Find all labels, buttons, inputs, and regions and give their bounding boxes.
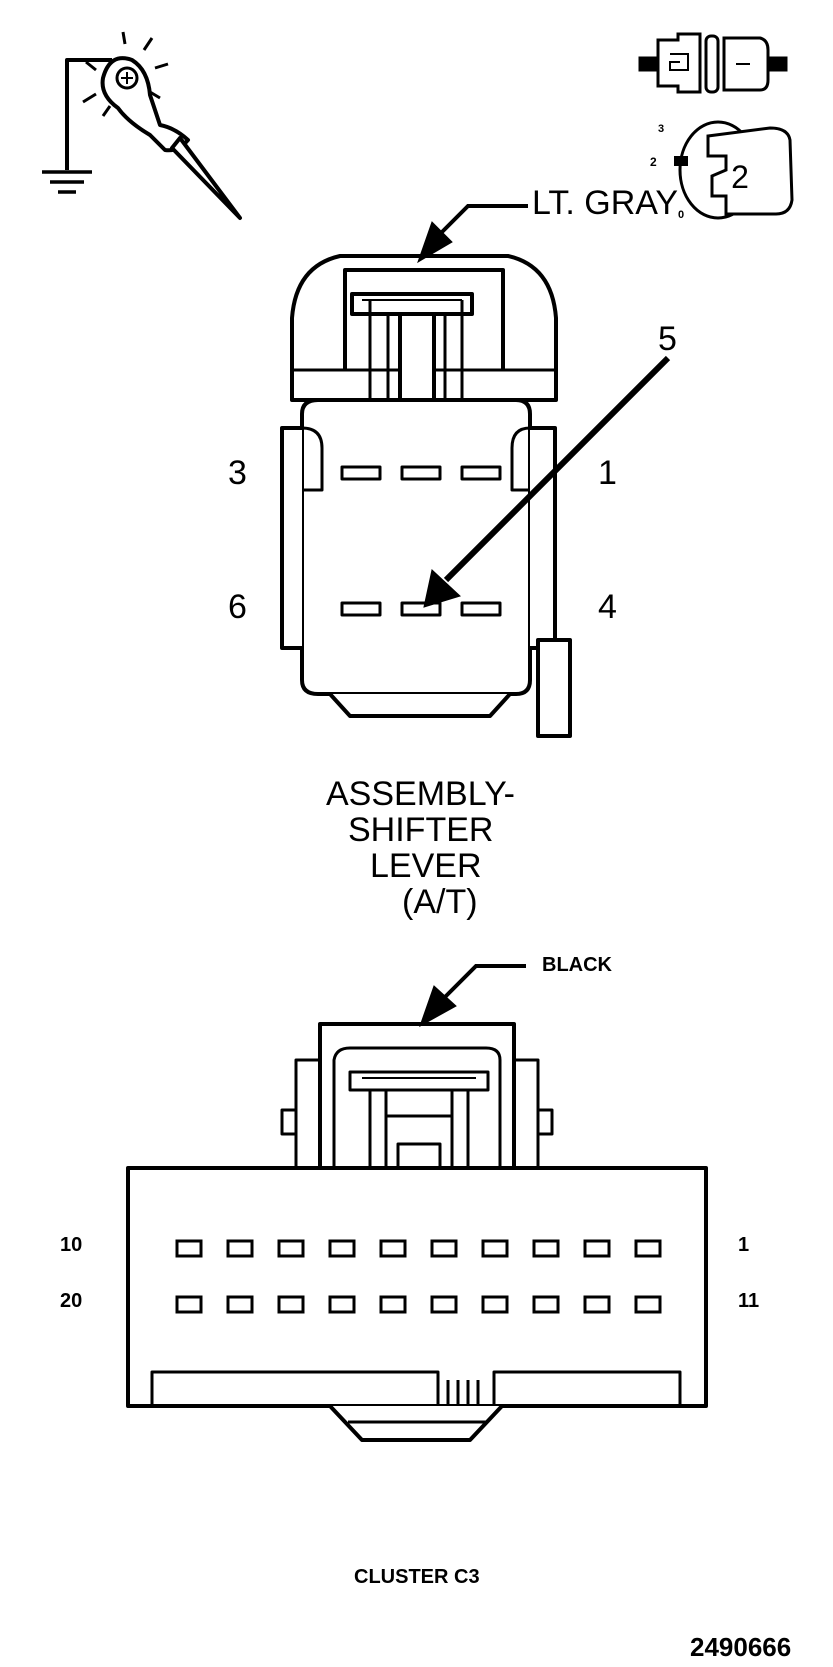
- black-callout-arrow: [419, 964, 526, 1028]
- cluster-c3-pin-grid: [175, 1239, 662, 1314]
- c3-pin-cavity: [175, 1295, 203, 1314]
- cluster-c3-title: CLUSTER C3: [354, 1566, 480, 1588]
- test-light-probe-icon: [65, 31, 242, 220]
- c3-pin-cavity: [226, 1239, 254, 1258]
- pin-label-1: 1: [598, 454, 617, 492]
- pin-5-callout-label: 5: [658, 320, 677, 358]
- ignition-key-icon: [674, 120, 794, 220]
- c3-pin-label-11: 11: [738, 1290, 760, 1312]
- c3-pin-cavity: [583, 1295, 611, 1314]
- c3-pin-label-10: 10: [60, 1234, 83, 1256]
- figure-number: 2490666: [690, 1632, 792, 1662]
- c3-pin-label-1: 1: [738, 1234, 750, 1256]
- key-position-0: 0: [678, 209, 684, 221]
- key-position-3: 3: [658, 123, 664, 135]
- title-line-1: ASSEMBLY-: [326, 775, 515, 813]
- shifter-connector-body: [280, 254, 572, 738]
- pin-5-callout-arrow: [423, 355, 671, 608]
- ground-symbol-icon: [42, 170, 92, 194]
- shifter-lever-title: ASSEMBLY- SHIFTER LEVER (A/T): [300, 776, 580, 920]
- lt-gray-color-label: LT. GRAY: [532, 184, 679, 222]
- title-line-3: LEVER: [370, 847, 482, 885]
- pin-label-6: 6: [228, 588, 247, 626]
- key-number: 2: [731, 159, 749, 195]
- c3-pin-cavity: [328, 1295, 356, 1314]
- c3-pin-cavity: [634, 1295, 662, 1314]
- c3-pin-cavity: [481, 1239, 509, 1258]
- c3-pin-cavity: [277, 1239, 305, 1258]
- title-line-4: (A/T): [402, 883, 478, 921]
- c3-pin-cavity: [175, 1239, 203, 1258]
- lt-gray-callout-arrow: [417, 204, 528, 264]
- c3-pin-cavity: [430, 1239, 458, 1258]
- c3-pin-cavity: [328, 1239, 356, 1258]
- c3-pin-cavity: [379, 1295, 407, 1314]
- c3-pin-cavity: [277, 1295, 305, 1314]
- pin-label-4: 4: [598, 588, 617, 626]
- c3-pin-cavity: [226, 1295, 254, 1314]
- c3-pin-cavity: [634, 1239, 662, 1258]
- c3-pin-cavity: [532, 1295, 560, 1314]
- c3-pin-label-20: 20: [60, 1290, 83, 1312]
- c3-pin-cavity: [430, 1295, 458, 1314]
- c3-pin-cavity: [379, 1239, 407, 1258]
- pin-label-3: 3: [228, 454, 247, 492]
- cluster-c3-connector-body: [126, 1022, 708, 1442]
- black-color-label: BLACK: [542, 954, 612, 976]
- c3-pin-cavity: [481, 1295, 509, 1314]
- key-position-2: 2: [650, 155, 657, 169]
- c3-pin-cavity: [583, 1239, 611, 1258]
- c3-pin-cavity: [532, 1239, 560, 1258]
- disconnected-connector-icon: [638, 32, 788, 94]
- title-line-2: SHIFTER: [348, 811, 494, 849]
